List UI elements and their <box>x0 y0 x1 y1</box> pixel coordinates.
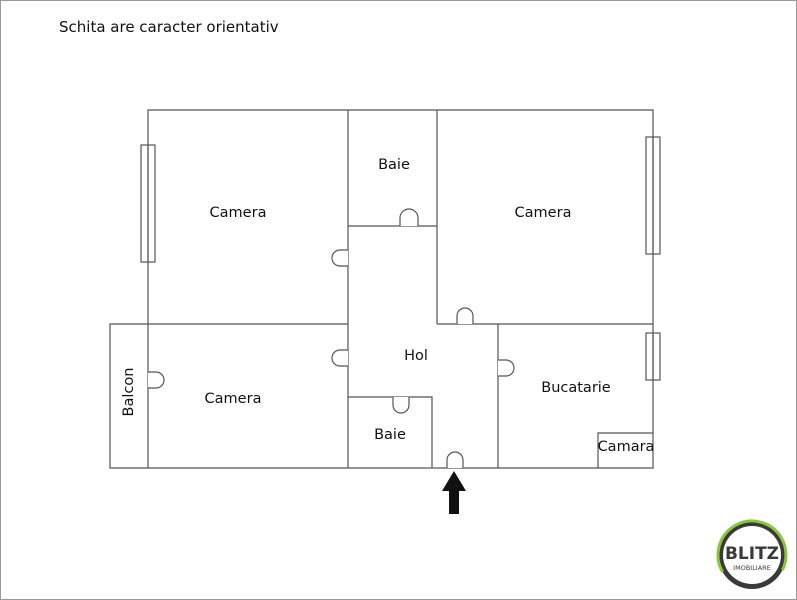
label-camera-bottom-left: Camera <box>205 391 262 407</box>
door-baie-top <box>399 208 419 226</box>
door-camera-bl <box>331 349 348 367</box>
label-hol: Hol <box>404 348 428 364</box>
arrow-up-icon <box>442 471 466 514</box>
label-camera-top-left: Camera <box>210 205 267 221</box>
baie-bottom-outline <box>348 396 433 468</box>
label-bucatarie: Bucatarie <box>541 380 611 396</box>
door-bucatarie <box>498 359 515 377</box>
label-baie-top: Baie <box>378 157 410 173</box>
label-baie-bottom: Baie <box>374 427 406 443</box>
door-balcon <box>148 371 165 389</box>
door-entrance <box>446 451 464 468</box>
balcony-outline <box>109 323 148 469</box>
door-baie-bottom <box>392 397 410 414</box>
logo-sub: IMOBILIARE <box>733 564 771 572</box>
label-balcon: Balcon <box>121 368 137 417</box>
door-camera-tl <box>331 249 348 267</box>
outer-wall <box>147 109 654 469</box>
camara-outline <box>597 432 653 468</box>
logo-brand: BLITZ <box>725 544 779 564</box>
disclaimer-note: Schita are caracter orientativ <box>59 18 279 36</box>
door-camera-tr <box>456 307 474 324</box>
blitz-logo: BLITZ IMOBILIARE <box>716 519 788 591</box>
label-camera-top-right: Camera <box>515 205 572 221</box>
label-camara: Camara <box>598 439 655 455</box>
